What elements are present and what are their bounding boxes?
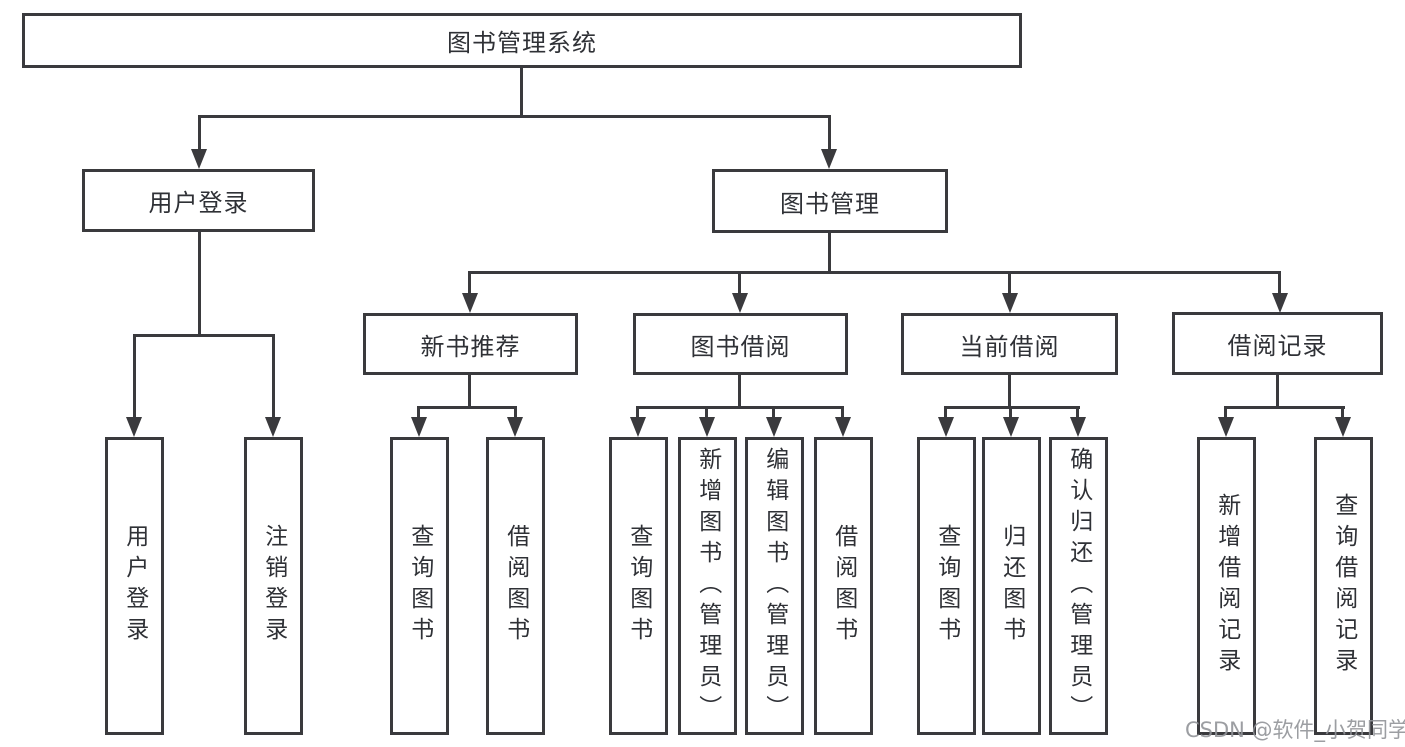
- leaf-query-books-recommend: 查询图书: [390, 437, 449, 735]
- node-system-root: 图书管理系统: [22, 13, 1022, 68]
- arrowhead-down-icon: [766, 417, 782, 437]
- connector-line: [944, 406, 947, 420]
- leaf-label: 借阅图书: [502, 524, 529, 648]
- connector-line: [828, 233, 831, 273]
- leaf-label: 查询图书: [933, 524, 960, 648]
- leaf-borrow-books-recommend: 借阅图书: [486, 437, 545, 735]
- node-label: 当前借阅: [959, 332, 1060, 361]
- leaf-query-books-borrow: 查询图书: [609, 437, 668, 735]
- leaf-label: 确认归还（管理员）: [1065, 446, 1092, 726]
- csdn-watermark: CSDN @软件_小贺同学: [1185, 718, 1405, 742]
- connector-line: [272, 334, 275, 420]
- arrowhead-down-icon: [265, 417, 281, 437]
- node-book-management: 图书管理: [712, 169, 948, 233]
- node-label: 图书管理系统: [447, 29, 597, 57]
- connector-line: [1341, 406, 1344, 420]
- connector-line: [417, 406, 517, 409]
- connector-line: [468, 271, 471, 297]
- node-new-book-recommend: 新书推荐: [363, 313, 578, 375]
- leaf-user-login: 用户登录: [105, 437, 164, 735]
- node-book-borrow: 图书借阅: [633, 313, 848, 375]
- leaf-add-borrow-record: 新增借阅记录: [1197, 437, 1256, 735]
- leaf-return-books: 归还图书: [982, 437, 1041, 735]
- connector-line: [468, 271, 1281, 274]
- leaf-label: 新增借阅记录: [1213, 493, 1240, 679]
- leaf-label: 查询图书: [625, 524, 652, 648]
- connector-line: [417, 406, 420, 420]
- node-label: 借阅记录: [1227, 332, 1328, 360]
- arrowhead-down-icon: [191, 149, 207, 169]
- connector-line: [1224, 406, 1345, 409]
- node-label: 新书推荐: [420, 332, 521, 361]
- connector-line: [636, 406, 844, 409]
- arrowhead-down-icon: [1272, 293, 1288, 313]
- leaf-label: 编辑图书（管理员）: [761, 446, 788, 726]
- arrowhead-down-icon: [1218, 417, 1234, 437]
- leaf-confirm-return-admin: 确认归还（管理员）: [1049, 437, 1108, 735]
- arrowhead-down-icon: [411, 417, 427, 437]
- arrowhead-down-icon: [630, 417, 646, 437]
- node-borrow-records: 借阅记录: [1172, 312, 1383, 375]
- node-label: 图书管理: [780, 189, 880, 218]
- connector-line: [514, 406, 517, 420]
- arrowhead-down-icon: [1003, 417, 1019, 437]
- connector-line: [738, 271, 741, 297]
- leaf-label: 新增图书（管理员）: [694, 446, 721, 726]
- connector-line: [1278, 271, 1281, 297]
- connector-line: [772, 406, 775, 420]
- arrowhead-down-icon: [462, 293, 478, 313]
- arrowhead-down-icon: [835, 417, 851, 437]
- leaf-edit-books-admin: 编辑图书（管理员）: [745, 437, 804, 735]
- connector-line: [841, 406, 844, 420]
- arrowhead-down-icon: [1002, 293, 1018, 313]
- leaf-label: 借阅图书: [830, 524, 857, 648]
- connector-line: [198, 115, 831, 118]
- leaf-label: 用户登录: [121, 524, 148, 648]
- leaf-label: 归还图书: [998, 524, 1025, 648]
- connector-line: [133, 334, 275, 337]
- connector-line: [520, 68, 523, 117]
- leaf-add-books-admin: 新增图书（管理员）: [678, 437, 737, 735]
- connector-line: [198, 232, 201, 336]
- connector-line: [1276, 375, 1279, 409]
- connector-line: [738, 375, 741, 409]
- arrowhead-down-icon: [938, 417, 954, 437]
- node-user-login: 用户登录: [82, 169, 315, 232]
- leaf-borrow-books: 借阅图书: [814, 437, 873, 735]
- connector-line: [636, 406, 639, 420]
- connector-line: [198, 115, 201, 154]
- leaf-label: 注销登录: [260, 524, 287, 648]
- connector-line: [705, 406, 708, 420]
- arrowhead-down-icon: [821, 149, 837, 169]
- connector-line: [1008, 375, 1011, 409]
- connector-line: [944, 406, 1080, 409]
- node-label: 用户登录: [148, 189, 249, 217]
- arrowhead-down-icon: [699, 417, 715, 437]
- arrowhead-down-icon: [507, 417, 523, 437]
- connector-line: [1224, 406, 1227, 420]
- node-current-borrow: 当前借阅: [901, 313, 1118, 375]
- arrowhead-down-icon: [1335, 417, 1351, 437]
- connector-line: [133, 334, 136, 420]
- connector-line: [1009, 406, 1012, 420]
- node-label: 图书借阅: [690, 332, 791, 361]
- connector-line: [468, 375, 471, 409]
- leaf-query-books-current: 查询图书: [917, 437, 976, 735]
- arrowhead-down-icon: [1070, 417, 1086, 437]
- leaf-label: 查询图书: [406, 524, 433, 648]
- connector-line: [1008, 271, 1011, 297]
- leaf-query-borrow-record: 查询借阅记录: [1314, 437, 1373, 735]
- arrowhead-down-icon: [126, 417, 142, 437]
- leaf-label: 查询借阅记录: [1330, 493, 1357, 679]
- connector-line: [1076, 406, 1079, 420]
- arrowhead-down-icon: [732, 293, 748, 313]
- leaf-logout: 注销登录: [244, 437, 303, 735]
- connector-line: [828, 115, 831, 154]
